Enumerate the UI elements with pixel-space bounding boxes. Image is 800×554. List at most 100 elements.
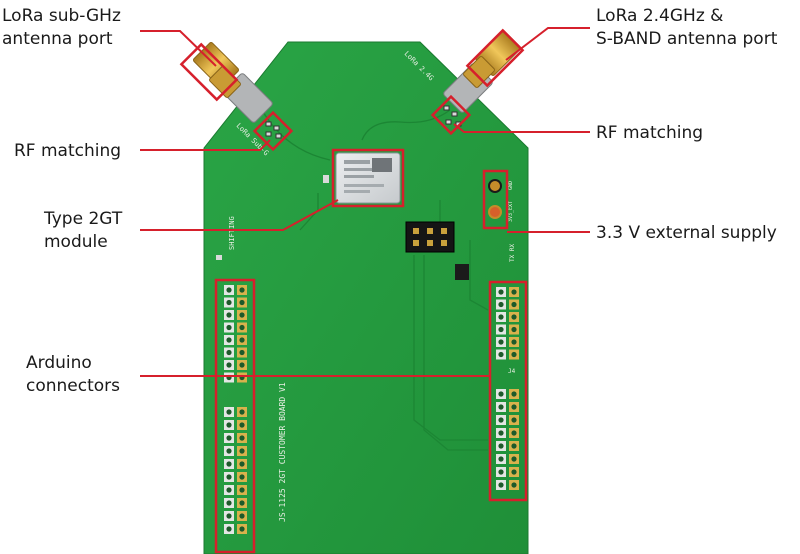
leader-lora-subghz	[140, 30, 217, 67]
highlight-rf-right	[430, 94, 472, 136]
arduino-right-pin	[511, 456, 517, 462]
arduino-left-pin	[239, 362, 245, 368]
leader-module	[140, 199, 339, 231]
arduino-left-pin	[226, 487, 232, 493]
arduino-left-pin	[226, 513, 232, 519]
arduino-right-pin	[498, 456, 504, 462]
arduino-left-pin	[226, 287, 232, 293]
arduino-left-pin	[226, 337, 232, 343]
arduino-right-pin	[498, 443, 504, 449]
arduino-right-pin	[511, 301, 517, 308]
arduino-right-pin	[511, 469, 517, 475]
callout-arduino: Arduino connectors	[26, 353, 121, 396]
callout-lora-subghz: LoRa sub-GHz antenna port	[2, 6, 121, 49]
arduino-left-pin	[239, 474, 245, 480]
arduino-right-pin	[498, 314, 504, 320]
highlight-boxes	[179, 28, 528, 554]
arduino-left-pin	[239, 461, 245, 467]
arduino-left-pin	[226, 362, 232, 368]
arduino-left-pin	[239, 435, 245, 441]
arduino-left-pin	[239, 513, 245, 519]
silk-shifting: SHIFTING	[228, 216, 236, 250]
arduino-left-pin	[226, 500, 232, 506]
silk-txrx: TX RX	[509, 244, 516, 262]
arduino-left-pin	[239, 422, 245, 428]
arduino-right-pin	[498, 391, 504, 397]
arduino-left-pin	[226, 474, 232, 480]
arduino-right-pin	[498, 482, 504, 488]
arduino-right-pin	[511, 339, 517, 345]
arduino-right-pin	[511, 404, 517, 410]
arduino-left-pin	[239, 487, 245, 493]
arduino-right-pin	[511, 417, 517, 423]
arduino-left-pin	[239, 349, 245, 356]
arduino-connector-left	[224, 285, 247, 534]
arduino-right-pin	[511, 482, 517, 488]
leader-lines	[140, 27, 590, 377]
arduino-right-pin	[498, 430, 504, 436]
arduino-left-pin	[226, 435, 232, 441]
silk-board-name: JS-1125 2GT CUSTOMER BOARD V1	[278, 382, 287, 522]
arduino-left-pin	[226, 299, 232, 306]
callout-type-2gt: Type 2GT module	[44, 209, 123, 252]
header-2x3	[405, 221, 455, 253]
arduino-left-pin	[226, 349, 232, 356]
arduino-left-pin	[239, 526, 245, 532]
silk-j4: J4	[508, 368, 516, 375]
highlight-antenna-right	[465, 28, 525, 88]
arduino-right-pin	[511, 430, 517, 436]
arduino-right-pin	[511, 391, 517, 397]
arduino-right-pin	[498, 289, 504, 295]
arduino-connector-right	[496, 287, 519, 490]
smd-parts	[216, 175, 469, 280]
arduino-left-pin	[239, 312, 245, 318]
arduino-left-pin	[226, 312, 232, 318]
highlight-antenna-left	[179, 42, 239, 102]
arduino-left-pin	[239, 337, 245, 343]
highlight-arduino-right	[488, 280, 528, 502]
leader-rf-left	[140, 139, 271, 151]
arduino-left-pin	[239, 448, 245, 454]
arduino-left-pin	[226, 461, 232, 467]
arduino-right-pin	[498, 417, 504, 423]
arduino-left-pin	[239, 409, 245, 415]
type-2gt-module	[335, 152, 401, 204]
pcb-board	[203, 41, 529, 554]
highlight-module	[331, 148, 405, 208]
arduino-left-pin	[226, 324, 232, 331]
callout-rf-matching-right: RF matching	[596, 123, 704, 143]
arduino-right-pin	[511, 314, 517, 320]
callout-ext-supply: 3.3 V external supply	[596, 223, 777, 243]
silk-ext: 3V3_EXT	[508, 201, 514, 222]
highlight-arduino-left	[214, 278, 256, 554]
arduino-right-pin	[498, 404, 504, 410]
arduino-right-pin	[498, 301, 504, 308]
arduino-right-pin	[498, 339, 504, 345]
highlight-rf-left	[252, 110, 294, 152]
arduino-left-pin	[226, 409, 232, 415]
callout-lora-24ghz: LoRa 2.4GHz & S-BAND antenna port	[596, 6, 778, 49]
arduino-left-pin	[239, 299, 245, 306]
leader-lora-24	[505, 27, 590, 61]
arduino-right-pin	[511, 326, 517, 333]
highlight-supply	[482, 169, 509, 230]
arduino-right-pin	[511, 289, 517, 295]
sma-connector-right	[443, 29, 522, 113]
leader-rf-right	[453, 123, 590, 133]
arduino-right-pin	[498, 469, 504, 475]
arduino-left-pin	[226, 422, 232, 428]
arduino-left-pin	[239, 500, 245, 506]
arduino-right-pin	[511, 443, 517, 449]
arduino-left-pin	[239, 287, 245, 293]
callout-rf-matching-left: RF matching	[14, 141, 122, 161]
arduino-right-pin	[511, 351, 517, 358]
arduino-right-pin	[498, 351, 504, 358]
pcb-traces	[261, 109, 489, 451]
arduino-right-pin	[498, 326, 504, 333]
arduino-left-pin	[226, 526, 232, 532]
rf-matching-left-parts	[265, 121, 282, 139]
silk-gnd: GND	[508, 181, 514, 190]
arduino-left-pin	[239, 324, 245, 331]
supply-pads	[488, 179, 502, 219]
